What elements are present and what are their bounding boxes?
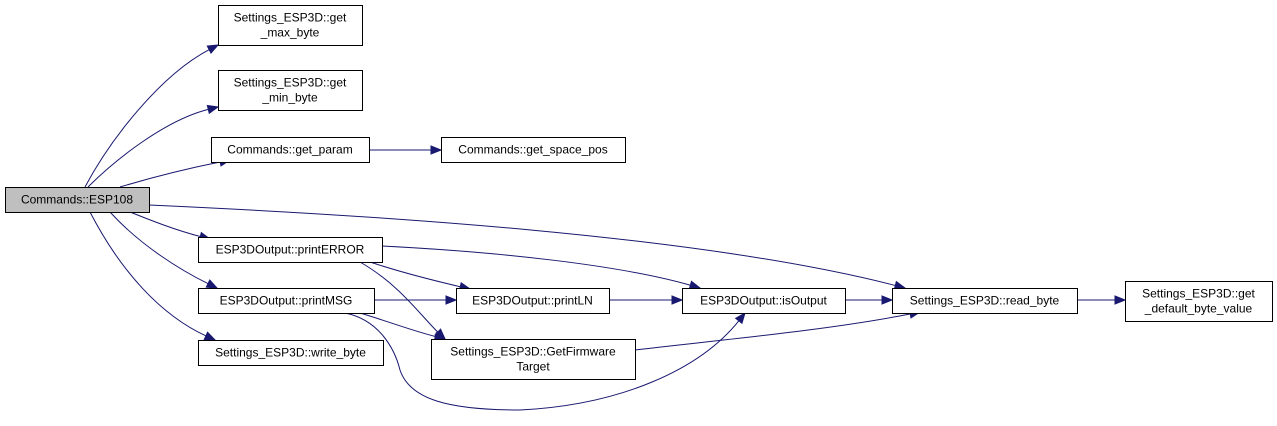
node-box[interactable] xyxy=(456,288,610,314)
edge-line xyxy=(344,312,740,411)
edge-printLN-to-isOutput xyxy=(608,295,684,305)
node-get_min_byte[interactable]: Settings_ESP3D::get_min_byte xyxy=(218,70,363,111)
node-box[interactable] xyxy=(198,237,383,263)
edge-line xyxy=(109,211,210,285)
node-get_max_byte[interactable]: Settings_ESP3D::get_max_byte xyxy=(218,5,363,46)
node-box[interactable] xyxy=(1125,281,1273,322)
node-label: Settings_ESP3D::GetFirmware xyxy=(450,345,616,359)
node-get_param[interactable]: Commands::get_param xyxy=(211,137,370,163)
arrowhead xyxy=(445,295,458,305)
edge-line xyxy=(84,48,211,188)
node-label: Settings_ESP3D::write_byte xyxy=(215,346,366,360)
node-box[interactable] xyxy=(431,339,636,380)
node-label: Commands::ESP108 xyxy=(21,193,133,207)
arrowhead xyxy=(206,44,220,55)
arrowhead xyxy=(734,311,746,325)
edge-line xyxy=(89,211,208,337)
arrowhead xyxy=(671,295,684,305)
edge-GetFirmwareTarget-to-read_byte xyxy=(634,309,922,351)
edge-line xyxy=(634,313,912,351)
node-label: Settings_ESP3D::get xyxy=(1142,287,1255,301)
edge-line xyxy=(129,211,202,238)
node-label: Settings_ESP3D::get xyxy=(234,76,347,90)
edge-get_param-to-get_space_pos xyxy=(368,145,443,155)
node-box[interactable] xyxy=(441,137,626,163)
node-label: _default_byte_value xyxy=(1144,302,1253,316)
edge-line xyxy=(87,108,210,188)
node-get_default_byte_value[interactable]: Settings_ESP3D::get_default_byte_value xyxy=(1125,281,1273,322)
edge-printMSG-to-isOutput xyxy=(344,311,746,411)
node-label: _max_byte xyxy=(260,26,320,40)
node-write_byte[interactable]: Settings_ESP3D::write_byte xyxy=(198,340,384,366)
edge-line xyxy=(119,161,222,188)
node-label: ESP3DOutput::printERROR xyxy=(216,243,365,257)
arrowhead xyxy=(1114,295,1127,305)
edge-root-to-write_byte xyxy=(89,211,217,341)
node-box[interactable] xyxy=(218,5,363,46)
node-isOutput[interactable]: ESP3DOutput::isOutput xyxy=(682,288,846,314)
node-label: Commands::get_param xyxy=(227,143,352,157)
edge-root-to-get_max_byte xyxy=(84,44,220,188)
node-box[interactable] xyxy=(218,70,363,111)
node-label: Settings_ESP3D::get xyxy=(234,11,347,25)
node-label: ESP3DOutput::isOutput xyxy=(700,294,827,308)
node-printMSG[interactable]: ESP3DOutput::printMSG xyxy=(198,288,375,314)
node-box[interactable] xyxy=(198,288,375,314)
node-label: _min_byte xyxy=(261,91,318,105)
node-label: Commands::get_space_pos xyxy=(458,143,607,157)
nodes-layer: Commands::ESP108Settings_ESP3D::get_max_… xyxy=(5,5,1273,380)
arrowhead xyxy=(430,145,443,155)
arrowhead xyxy=(881,295,894,305)
arrowhead xyxy=(688,280,702,290)
node-box[interactable] xyxy=(682,288,846,314)
edge-printMSG-to-printLN xyxy=(373,295,458,305)
edge-printERROR-to-printLN xyxy=(369,261,472,292)
edge-line xyxy=(381,245,692,286)
node-root[interactable]: Commands::ESP108 xyxy=(5,187,150,213)
node-label: ESP3DOutput::printMSG xyxy=(220,294,353,308)
arrowhead xyxy=(205,279,219,289)
node-get_space_pos[interactable]: Commands::get_space_pos xyxy=(441,137,626,163)
edge-line xyxy=(359,261,439,334)
edge-isOutput-to-read_byte xyxy=(844,295,894,305)
node-box[interactable] xyxy=(5,187,150,213)
edge-printERROR-to-isOutput xyxy=(381,245,702,290)
node-label: Settings_ESP3D::read_byte xyxy=(910,294,1060,308)
arrowhead xyxy=(203,331,217,341)
node-printERROR[interactable]: ESP3DOutput::printERROR xyxy=(198,237,383,263)
arrowhead xyxy=(206,104,220,115)
node-label: ESP3DOutput::printLN xyxy=(472,294,593,308)
edge-line xyxy=(148,204,897,287)
node-label: Target xyxy=(516,360,550,374)
edge-root-to-printMSG xyxy=(109,211,219,289)
node-box[interactable] xyxy=(211,137,370,163)
edge-line xyxy=(369,261,462,288)
edge-read_byte-to-get_default_byte_value xyxy=(1076,295,1127,305)
node-read_byte[interactable]: Settings_ESP3D::read_byte xyxy=(892,288,1078,314)
edge-root-to-printERROR xyxy=(129,211,212,241)
node-box[interactable] xyxy=(198,340,384,366)
edge-root-to-get_min_byte xyxy=(87,104,220,188)
node-printLN[interactable]: ESP3DOutput::printLN xyxy=(456,288,610,314)
edge-line xyxy=(359,312,437,338)
node-box[interactable] xyxy=(892,288,1078,314)
